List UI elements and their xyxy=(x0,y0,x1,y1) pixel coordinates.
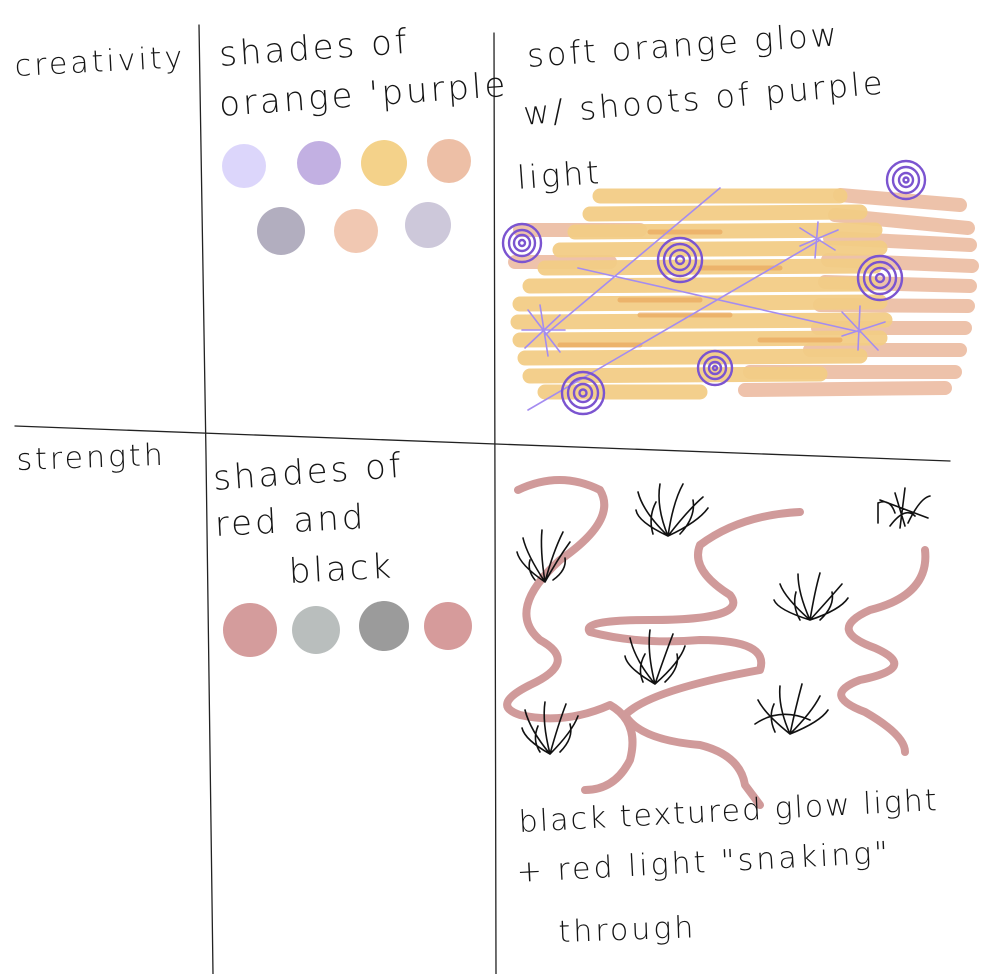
swatch-grey-purple xyxy=(257,207,305,255)
scribble-5 xyxy=(624,629,686,685)
swatch-lavender xyxy=(222,144,266,188)
horizontal-divider xyxy=(14,425,951,462)
scribble-2 xyxy=(635,483,709,537)
spiral-bottom-left xyxy=(560,370,606,416)
spiral-lower-center xyxy=(696,349,734,387)
swatch-yellow-orange xyxy=(361,140,407,186)
black-textured-scribbles xyxy=(516,483,931,755)
swatch-peach xyxy=(427,139,471,183)
spiral-left xyxy=(501,222,543,264)
spiral-top-right xyxy=(885,159,927,201)
swatch-pale-lilac xyxy=(405,202,451,248)
orange-glow-illustration xyxy=(501,159,979,416)
swatch-purple xyxy=(297,141,341,185)
scribble-4 xyxy=(773,572,849,621)
scribble-3 xyxy=(877,487,931,529)
swatch-light-peach xyxy=(334,209,378,253)
swatch-dusty-red xyxy=(223,603,277,657)
creativity-description-line-3: light xyxy=(515,153,604,197)
spiral-right xyxy=(856,254,904,302)
vertical-divider-left xyxy=(198,24,214,974)
swatch-light-grey xyxy=(292,606,340,654)
scribble-7 xyxy=(754,683,829,735)
strength-palette-line-3: black xyxy=(287,546,396,592)
strength-description-line-3: through xyxy=(557,910,697,950)
scribble-6 xyxy=(521,701,579,755)
strength-palette-line-2: red and xyxy=(213,497,368,545)
spiral-center xyxy=(656,236,704,284)
grid-lines xyxy=(14,24,951,974)
creativity-swatches xyxy=(222,139,471,255)
row-label-creativity: creativity xyxy=(13,40,187,84)
row-label-strength: strength xyxy=(15,437,167,478)
strength-swatches xyxy=(223,601,472,657)
swatch-rose xyxy=(424,602,472,650)
red-snake-illustration xyxy=(503,476,930,809)
swatch-mid-grey xyxy=(359,601,409,651)
vertical-divider-right xyxy=(493,32,497,974)
scribble-1 xyxy=(516,529,571,583)
